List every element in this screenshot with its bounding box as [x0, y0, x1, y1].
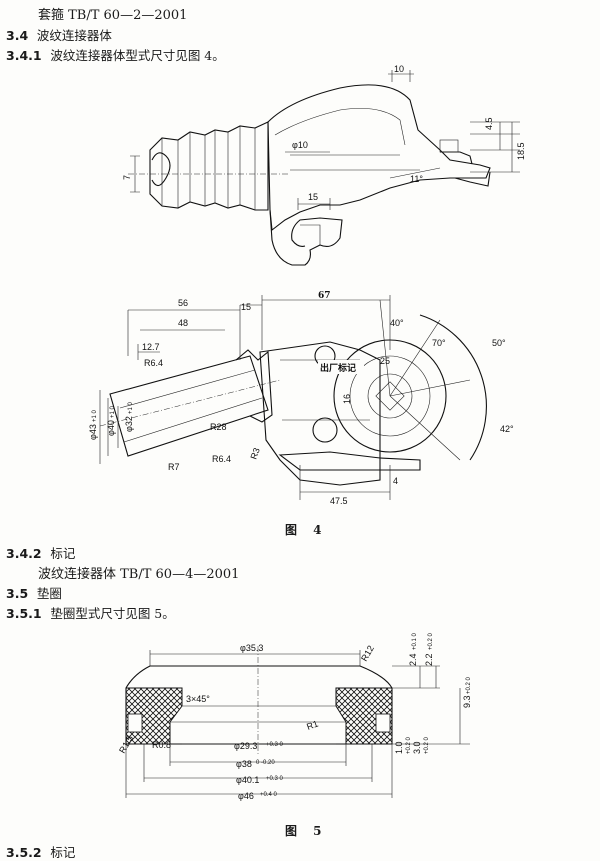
- dim-2-2: 2.2: [424, 653, 434, 666]
- dim-70deg: 70°: [432, 338, 446, 348]
- dim-10: 10: [394, 64, 404, 74]
- dim-phi29-3: φ29.3: [234, 741, 257, 751]
- dim-15: 15: [308, 192, 318, 202]
- dim-r6-4-bottom: R6.4: [212, 454, 231, 464]
- dim-25: 25: [380, 356, 390, 366]
- section-number: 3.5.2: [6, 845, 42, 860]
- section-title: 标记: [50, 845, 76, 860]
- dim-phi38-tol: 0 -0.20: [256, 760, 275, 766]
- dim-r3: R3: [248, 446, 261, 460]
- dim-2-4: 2.4: [408, 653, 418, 666]
- section-3-4-2: 3.4.2 标记: [6, 543, 75, 562]
- figure-4-top-view: 10 4.5 18.5 7 φ10 15 11°: [122, 64, 526, 266]
- figure-4-caption: 图 4: [285, 523, 328, 537]
- dim-47-5: 47.5: [330, 496, 348, 506]
- dim-15b: 15: [241, 302, 251, 312]
- dim-48: 48: [178, 318, 188, 328]
- section-3-5-1: 3.5.1 垫圈型式尺寸见图 5。: [6, 603, 175, 622]
- dim-r1: R1: [305, 719, 319, 732]
- figure-4-drawing: 10 4.5 18.5 7 φ10 15 11°: [88, 64, 526, 506]
- dim-3-0: 3.0: [412, 741, 422, 754]
- section-title: 标记: [50, 546, 76, 561]
- factory-mark-label: 出厂标记: [320, 362, 356, 374]
- dim-phi40-1: φ40.1: [236, 775, 259, 785]
- dim-18-5: 18.5: [516, 142, 526, 160]
- section-title: 垫圈: [36, 586, 62, 601]
- dim-16: 16: [342, 394, 352, 404]
- figure-5-drawing: φ35.3 R12 2.4 +0.1 0 2.2 +0.2 0 3×45° 9.…: [117, 632, 472, 801]
- dim-3x45: 3×45°: [186, 694, 210, 704]
- dim-phi43: φ43: [88, 424, 98, 440]
- dim-r7: R7: [168, 462, 180, 472]
- marking-text: 波纹连接器体 TB/T 60—4—2001: [38, 567, 240, 582]
- figure-5-caption: 图 5: [285, 824, 328, 838]
- section-3-5-2: 3.5.2 标记: [6, 842, 75, 861]
- dim-phi40-1-tol: +0.3 0: [266, 776, 284, 782]
- dim-12-7: 12.7: [142, 342, 160, 352]
- dim-50deg: 50°: [492, 338, 506, 348]
- dim-phi35-3: φ35.3: [240, 643, 263, 653]
- dim-r6-4-top: R6.4: [144, 358, 163, 368]
- dim-9-3-tol: +0.2 0: [466, 676, 472, 694]
- dim-phi46-tol: +0.4 0: [260, 792, 278, 798]
- dim-3-0-tol: +0.2 0: [424, 736, 430, 754]
- dim-9-3: 9.3: [462, 695, 472, 708]
- dim-r12: R12: [359, 644, 376, 663]
- dim-67: 67: [318, 291, 331, 301]
- dim-42deg: 42°: [500, 424, 514, 434]
- figure-4-bottom-view: 56 48 15 67 12.7 R6.4 φ43 +1 0 φ40 +1 0 …: [88, 291, 514, 506]
- dim-56: 56: [178, 298, 188, 308]
- running-title: 套箍 TB/T 60—2—2001: [38, 8, 188, 23]
- dim-phi46: φ46: [238, 791, 254, 801]
- section-number: 3.5: [6, 586, 29, 601]
- dim-7: 7: [122, 175, 132, 180]
- dim-phi29-3-tol: +0.3 0: [266, 742, 284, 748]
- section-number: 3.4.2: [6, 546, 42, 561]
- section-text: 波纹连接器体型式尺寸见图 4。: [50, 48, 225, 63]
- dim-phi43-tol: +1 0: [92, 409, 98, 422]
- section-number: 3.5.1: [6, 606, 42, 621]
- dim-2-2-tol: +0.2 0: [428, 632, 434, 650]
- dim-11deg: 11°: [410, 174, 423, 184]
- section-title: 波纹连接器体: [36, 28, 112, 43]
- dim-r0-8: R0.8: [152, 740, 171, 750]
- section-number: 3.4: [6, 28, 29, 43]
- dim-40deg: 40°: [390, 318, 404, 328]
- dim-1-0: 1.0: [394, 741, 404, 754]
- section-text: 垫圈型式尺寸见图 5。: [50, 606, 175, 621]
- dim-phi40-tol: +1 0: [110, 405, 116, 418]
- section-3-4-1: 3.4.1 波纹连接器体型式尺寸见图 4。: [6, 45, 225, 64]
- dim-r28: R28: [210, 422, 227, 432]
- section-3-4: 3.4 波纹连接器体: [6, 25, 112, 44]
- dim-4: 4: [393, 476, 398, 486]
- section-3-5: 3.5 垫圈: [6, 583, 62, 602]
- dim-1-0-tol: +0.2 0: [406, 736, 412, 754]
- dim-2-4-tol: +0.1 0: [412, 632, 418, 650]
- dim-phi32-tol: +1 0: [128, 401, 134, 414]
- section-number: 3.4.1: [6, 48, 42, 63]
- dim-4-5: 4.5: [484, 117, 494, 130]
- dim-phi32: φ32: [124, 416, 134, 432]
- dim-phi10: φ10: [292, 140, 308, 150]
- dim-phi38: φ38: [236, 759, 252, 769]
- dim-phi40: φ40: [106, 420, 116, 436]
